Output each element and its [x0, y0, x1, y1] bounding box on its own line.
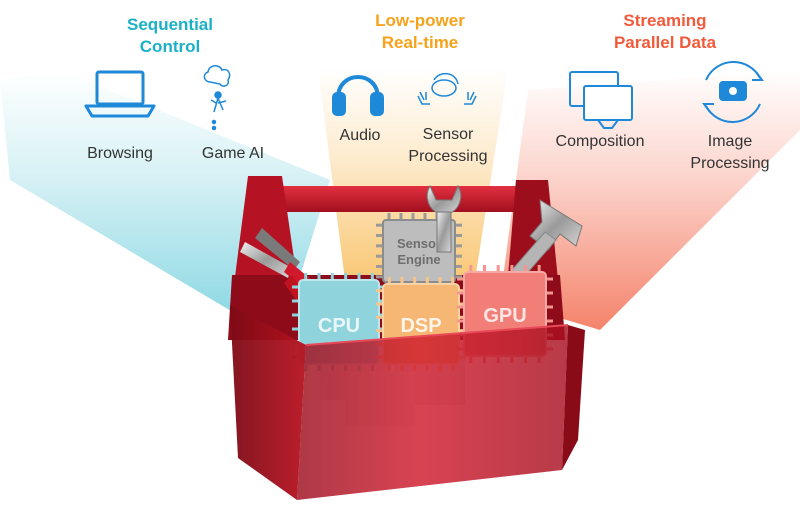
sensor-hands-icon [417, 72, 477, 105]
browsing-label: Browsing [70, 143, 170, 165]
streaming-parallel-data-title: Streaming Parallel Data [585, 10, 745, 54]
gpu-label: GPU [483, 305, 526, 327]
title-line: Streaming [623, 11, 707, 30]
toolbox-handle-bar [263, 186, 549, 212]
sensor-engine-label-line1: Sensor [397, 236, 441, 251]
label-line: Image [707, 133, 753, 150]
title-line: Sequential [127, 15, 213, 34]
title-line: Control [139, 37, 201, 56]
camera-icon [702, 61, 764, 123]
audio-label: Audio [320, 125, 400, 147]
title-line: Low-power [375, 11, 465, 30]
toolbox-front [230, 305, 585, 500]
sequential-control-title: Sequential Control [95, 14, 245, 58]
label-line: Browsing [87, 145, 153, 162]
low-power-realtime-title: Low-power Real-time [340, 10, 500, 54]
wrench-icon [426, 184, 462, 253]
label-line: Composition [555, 133, 645, 150]
label-line: Processing [690, 155, 770, 172]
image-processing-label: Image Processing [670, 131, 790, 175]
game-ai-icon [203, 65, 231, 131]
label-line: Processing [408, 148, 488, 165]
game-ai-label: Game AI [183, 143, 283, 165]
label-line: Sensor [422, 126, 474, 143]
sensor-engine-label-line2: Engine [397, 252, 440, 267]
orange-light-beam [318, 68, 508, 280]
dsp-label: DSP [400, 315, 441, 337]
composition-label: Composition [540, 131, 660, 153]
label-line: Audio [339, 127, 381, 144]
label-line: Game AI [201, 145, 265, 162]
laptop-icon [84, 70, 156, 118]
title-line: Real-time [381, 33, 459, 52]
title-line: Parallel Data [613, 33, 717, 52]
hammer-icon [511, 199, 583, 280]
red-light-beam [500, 70, 800, 330]
monitors-icon [569, 71, 633, 129]
cpu-label: CPU [318, 315, 360, 337]
sensor-processing-label: Sensor Processing [393, 124, 503, 168]
headphones-icon [332, 75, 384, 116]
